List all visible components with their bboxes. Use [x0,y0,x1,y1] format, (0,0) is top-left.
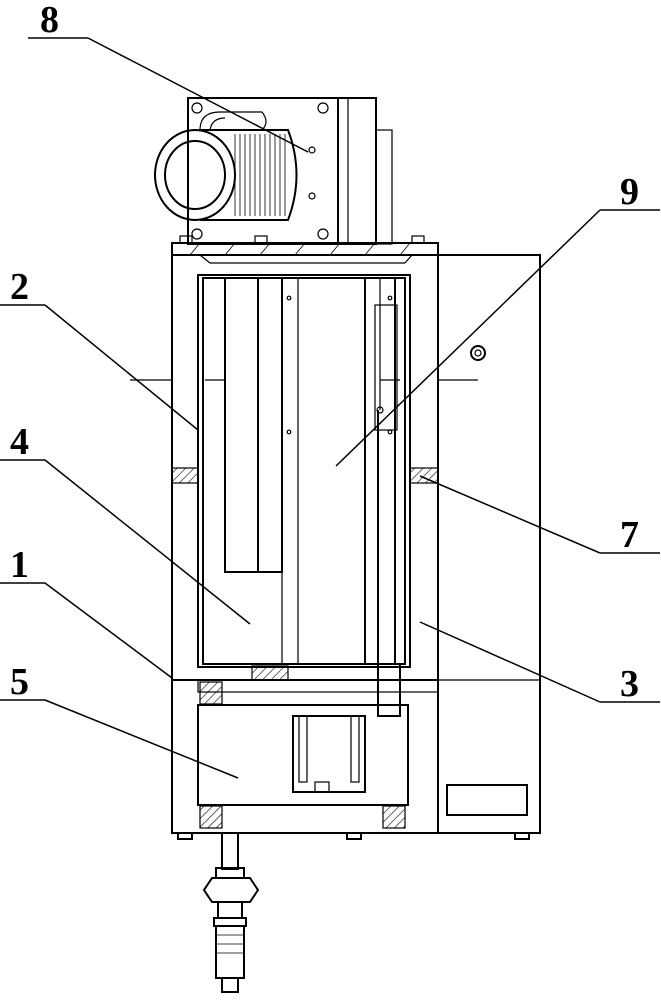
motor-bracket [337,97,377,245]
bolt-icon [317,228,329,240]
side-cabinet [437,254,541,834]
bolt-icon [191,102,203,114]
motor-fan-cap [154,129,236,221]
drain-valve [202,832,260,993]
bolt-icon [317,102,329,114]
callout-2: 2 [10,266,29,308]
callout-1: 1 [10,544,29,586]
filter-plates [224,277,299,665]
callout-4: 4 [10,421,29,463]
callout-5: 5 [10,661,29,703]
knob-icon [470,345,486,361]
callout-8: 8 [40,0,59,41]
motor-mount-plate [187,97,339,245]
seal-ring-right [409,467,439,484]
shaft [364,277,401,717]
callout-3: 3 [620,663,639,705]
lower-chamber [172,665,530,840]
callout-9: 9 [620,171,639,213]
control-panel [446,784,528,816]
inner-tank [171,274,439,668]
motor-assembly [154,97,393,245]
callout-leaders [0,37,660,779]
seal-ring-left [171,467,199,484]
top-lid [171,235,439,264]
main-frame [130,254,541,834]
callout-7: 7 [620,514,639,556]
callout-labels: 8 9 2 4 7 1 5 3 [10,0,639,705]
bolt-icon [191,228,203,240]
motor-fins [234,134,286,216]
